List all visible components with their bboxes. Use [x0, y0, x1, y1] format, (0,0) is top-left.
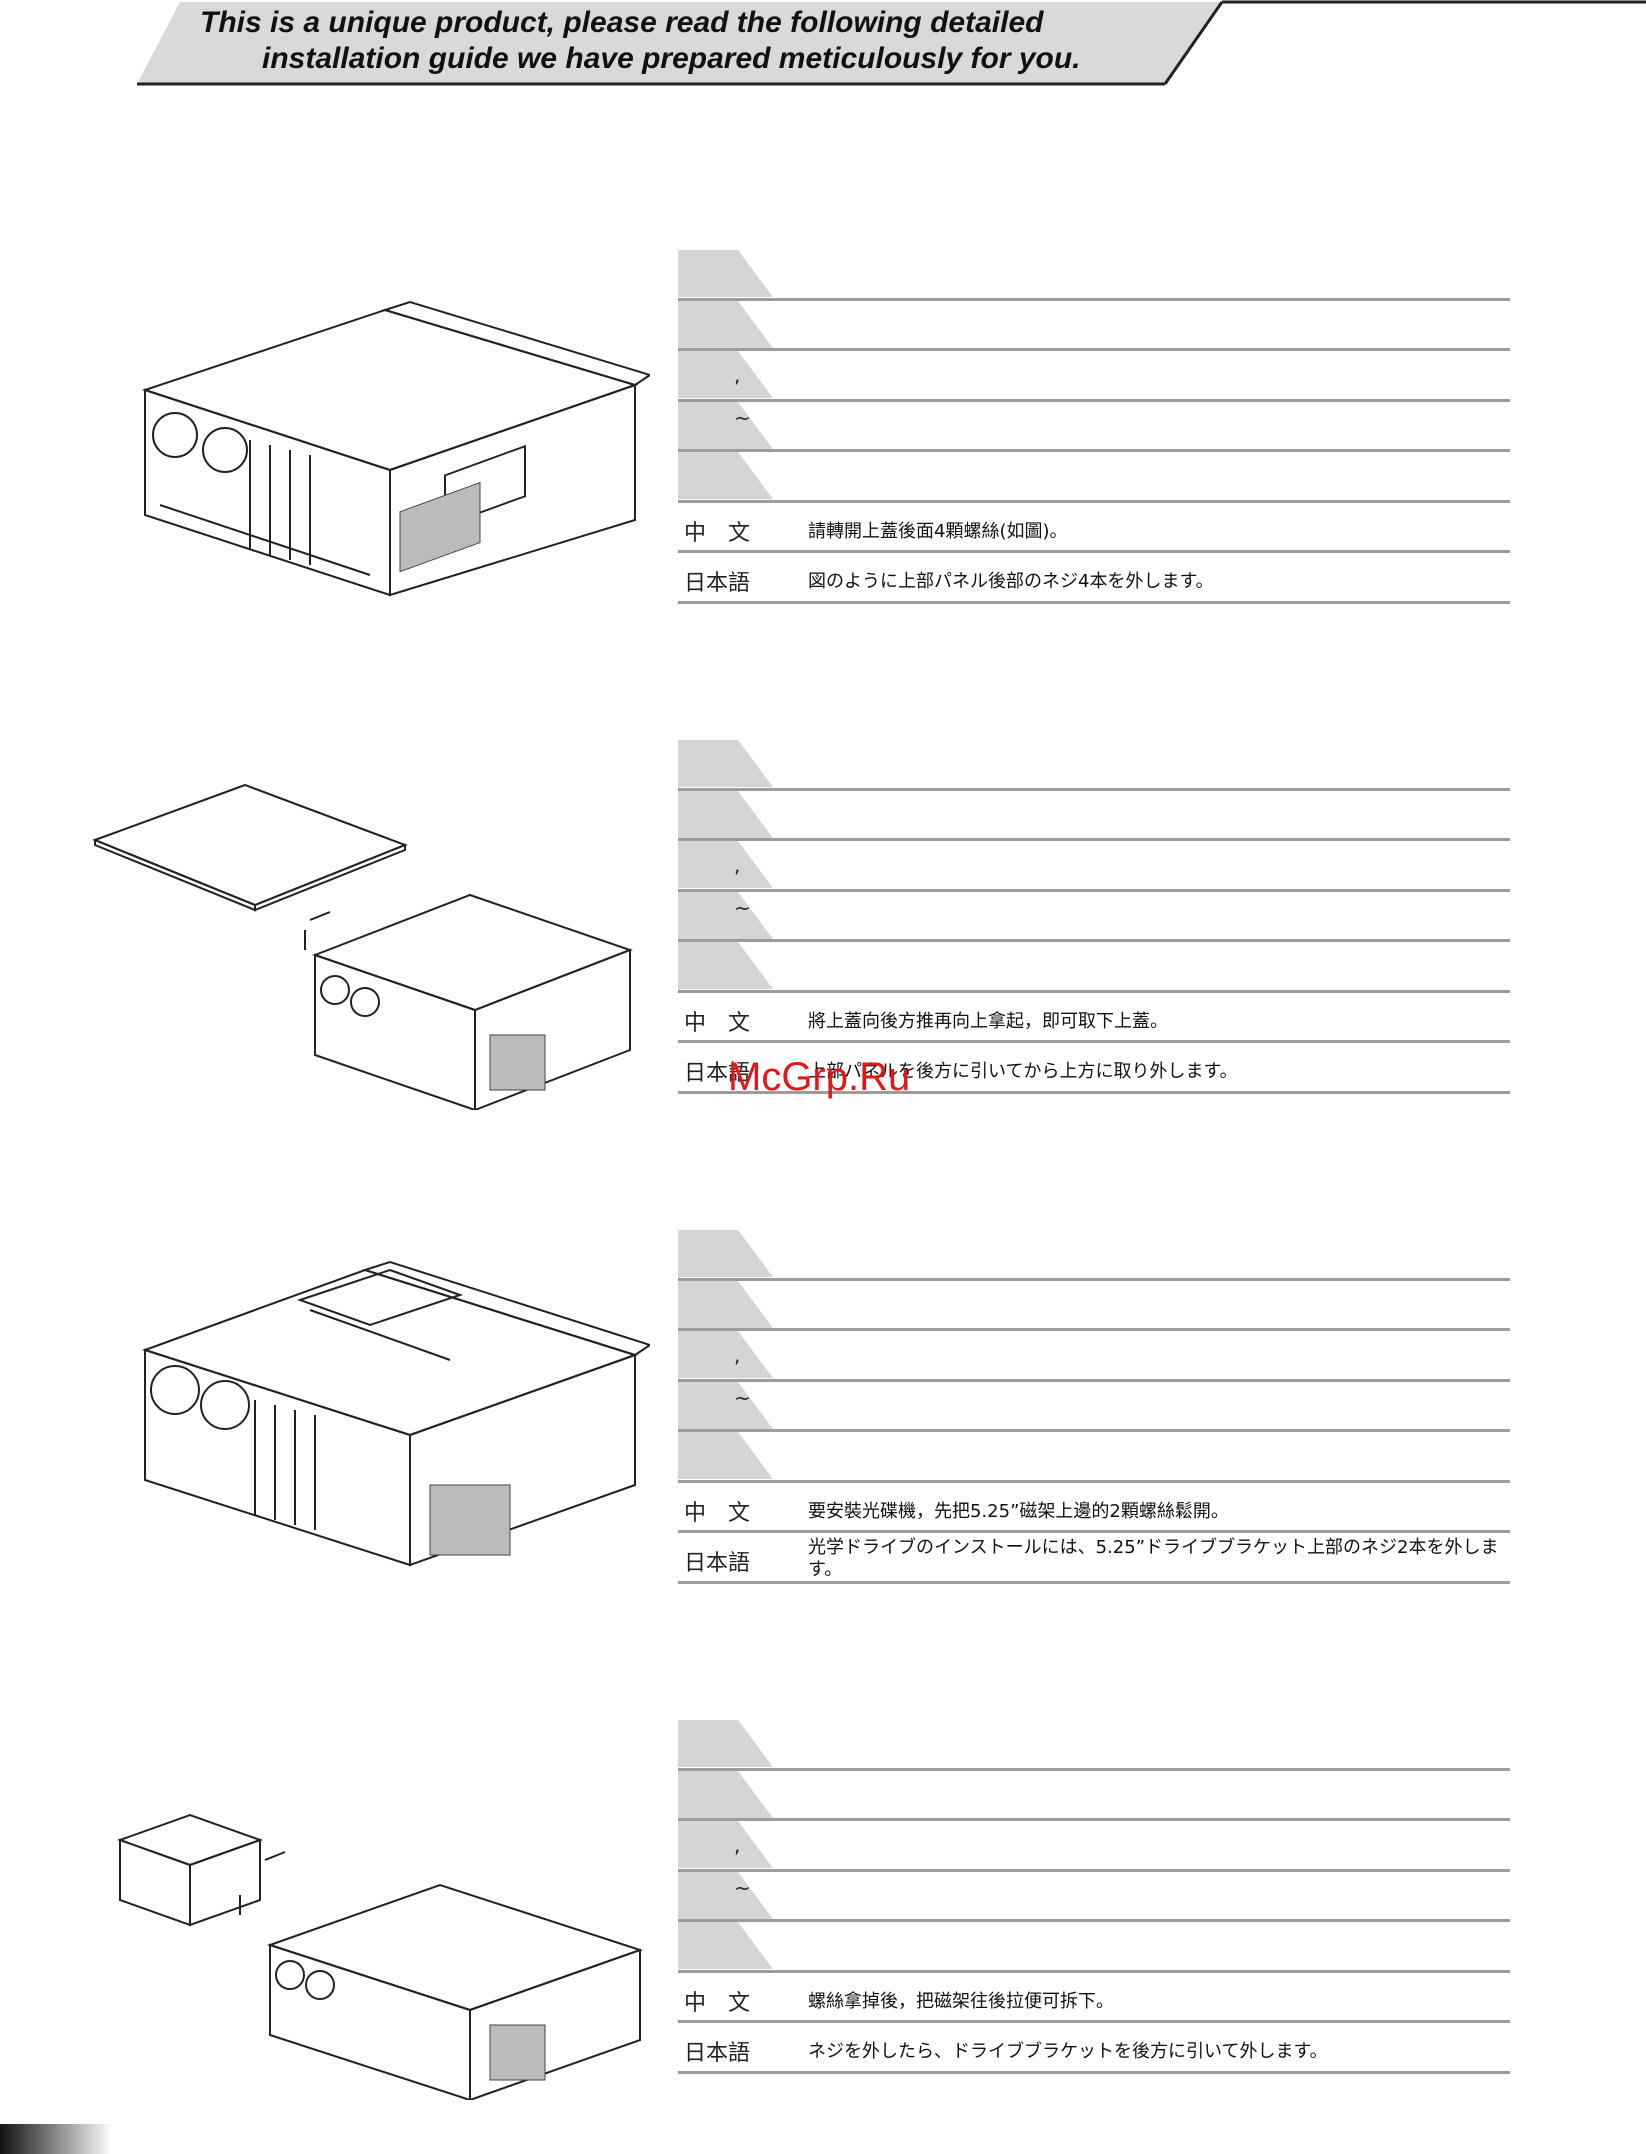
table-row	[678, 1922, 1510, 1973]
row-tab	[678, 891, 773, 939]
chinese-row: 中 文 請轉開上蓋後面4顆螺絲(如圖)。	[678, 503, 1510, 553]
row-mark: ~	[734, 895, 751, 920]
row-mark: ~	[734, 1875, 751, 1900]
row-mark: ,	[734, 1343, 741, 1367]
table-row	[678, 452, 1510, 503]
table-row	[678, 1770, 1510, 1821]
row-tab	[678, 452, 773, 499]
header-line-1: This is a unique product, please read th…	[200, 6, 1044, 39]
watermark: McGrp.Ru	[728, 1055, 911, 1099]
japanese-text: 光学ドライブのインストールには、5.25”ドライブブラケット上部のネジ2本を外し…	[808, 1537, 1499, 1580]
table-row: ,	[678, 1821, 1510, 1872]
chassis-illustration	[92, 783, 633, 1110]
table-row	[678, 1230, 1510, 1281]
row-mark: ~	[734, 1385, 751, 1410]
row-tab	[678, 841, 773, 888]
japanese-row: 日本語 ネジを外したら、ドライブブラケットを後方に引いて外します。	[678, 2023, 1510, 2074]
chassis-illustration	[141, 1260, 650, 1567]
japanese-text: 上部パネルを後方に引いてから上方に取り外します。	[808, 1061, 1238, 1082]
table-row: ~	[678, 401, 1510, 452]
chinese-text: 將上蓋向後方推再向上拿起，即可取下上蓋。	[808, 1010, 1168, 1032]
japanese-label: 日本語	[684, 1061, 751, 1086]
row-tab	[678, 740, 773, 787]
spec-table: , ~ 中 文 將上蓋向後方推再向上拿起，即可取下上蓋。 日本語 上部パネルを後方に…	[678, 740, 1510, 1094]
japanese-label: 日本語	[684, 1551, 751, 1576]
row-mark: ,	[734, 853, 741, 877]
row-tab	[678, 1770, 773, 1818]
table-row: ,	[678, 351, 1510, 402]
japanese-label: 日本語	[684, 2041, 751, 2066]
header-banner: This is a unique product, please read th…	[0, 0, 1646, 90]
row-tab	[678, 1871, 773, 1919]
row-tab	[678, 1230, 773, 1277]
row-tab	[678, 1331, 773, 1378]
spec-table: , ~ 中 文 請轉開上蓋後面4顆螺絲(如圖)。 日本語 図のように上部パネル後部の…	[678, 250, 1510, 604]
row-tab	[678, 351, 773, 398]
row-tab	[678, 790, 773, 838]
row-tab	[678, 250, 773, 297]
japanese-row: 日本語 図のように上部パネル後部のネジ4本を外します。	[678, 553, 1510, 604]
row-tab	[678, 1821, 773, 1868]
table-row: ,	[678, 1331, 1510, 1382]
chassis-illustration	[141, 300, 650, 597]
chinese-text: 請轉開上蓋後面4顆螺絲(如圖)。	[808, 520, 1068, 542]
row-mark: ,	[734, 1833, 741, 1857]
table-row	[678, 1280, 1510, 1331]
japanese-text: ネジを外したら、ドライブブラケットを後方に引いて外します。	[808, 2041, 1328, 2062]
table-row	[678, 942, 1510, 993]
chinese-text: 要安裝光碟機，先把5.25”磁架上邊的2顆螺絲鬆開。	[808, 1500, 1229, 1522]
spec-table: , ~ 中 文 要安裝光碟機，先把5.25”磁架上邊的2顆螺絲鬆開。 日本語 光学ド…	[678, 1230, 1510, 1584]
table-row	[678, 740, 1510, 791]
japanese-label: 日本語	[684, 571, 751, 596]
spec-table: , ~ 中 文 螺絲拿掉後，把磁架往後拉便可拆下。 日本語 ネジを外したら、ドライブ…	[678, 1720, 1510, 2074]
row-tab	[678, 300, 773, 348]
chinese-label: 中 文	[684, 1010, 751, 1036]
row-tab	[678, 1381, 773, 1429]
japanese-text: 図のように上部パネル後部のネジ4本を外します。	[808, 571, 1214, 592]
table-row: ~	[678, 1381, 1510, 1432]
table-row: ,	[678, 841, 1510, 892]
table-row	[678, 1720, 1510, 1771]
table-row: ~	[678, 1871, 1510, 1922]
banner-shape	[137, 0, 1646, 86]
header-line-2: installation guide we have prepared meti…	[262, 42, 1081, 75]
row-mark: ~	[734, 405, 751, 430]
chinese-row: 中 文 螺絲拿掉後，把磁架往後拉便可拆下。	[678, 1973, 1510, 2023]
table-row	[678, 300, 1510, 351]
row-tab	[678, 1280, 773, 1328]
chassis-illustration	[117, 1813, 644, 2100]
row-tab	[678, 401, 773, 449]
row-tab	[678, 1922, 773, 1969]
table-row: ~	[678, 891, 1510, 942]
chinese-label: 中 文	[684, 1990, 751, 2016]
chinese-label: 中 文	[684, 520, 751, 546]
row-tab	[678, 942, 773, 989]
corner-gradient	[0, 2124, 112, 2154]
japanese-row: 日本語 上部パネルを後方に引いてから上方に取り外します。	[678, 1043, 1510, 1094]
chinese-label: 中 文	[684, 1500, 751, 1526]
table-row	[678, 250, 1510, 301]
table-row	[678, 790, 1510, 841]
japanese-row: 日本語 光学ドライブのインストールには、5.25”ドライブブラケット上部のネジ2本…	[678, 1533, 1510, 1584]
row-mark: ,	[734, 363, 741, 387]
chinese-row: 中 文 要安裝光碟機，先把5.25”磁架上邊的2顆螺絲鬆開。	[678, 1483, 1510, 1533]
chinese-text: 螺絲拿掉後，把磁架往後拉便可拆下。	[808, 1990, 1114, 2012]
table-row	[678, 1432, 1510, 1483]
row-tab	[678, 1720, 773, 1767]
chinese-row: 中 文 將上蓋向後方推再向上拿起，即可取下上蓋。	[678, 993, 1510, 1043]
row-tab	[678, 1432, 773, 1479]
